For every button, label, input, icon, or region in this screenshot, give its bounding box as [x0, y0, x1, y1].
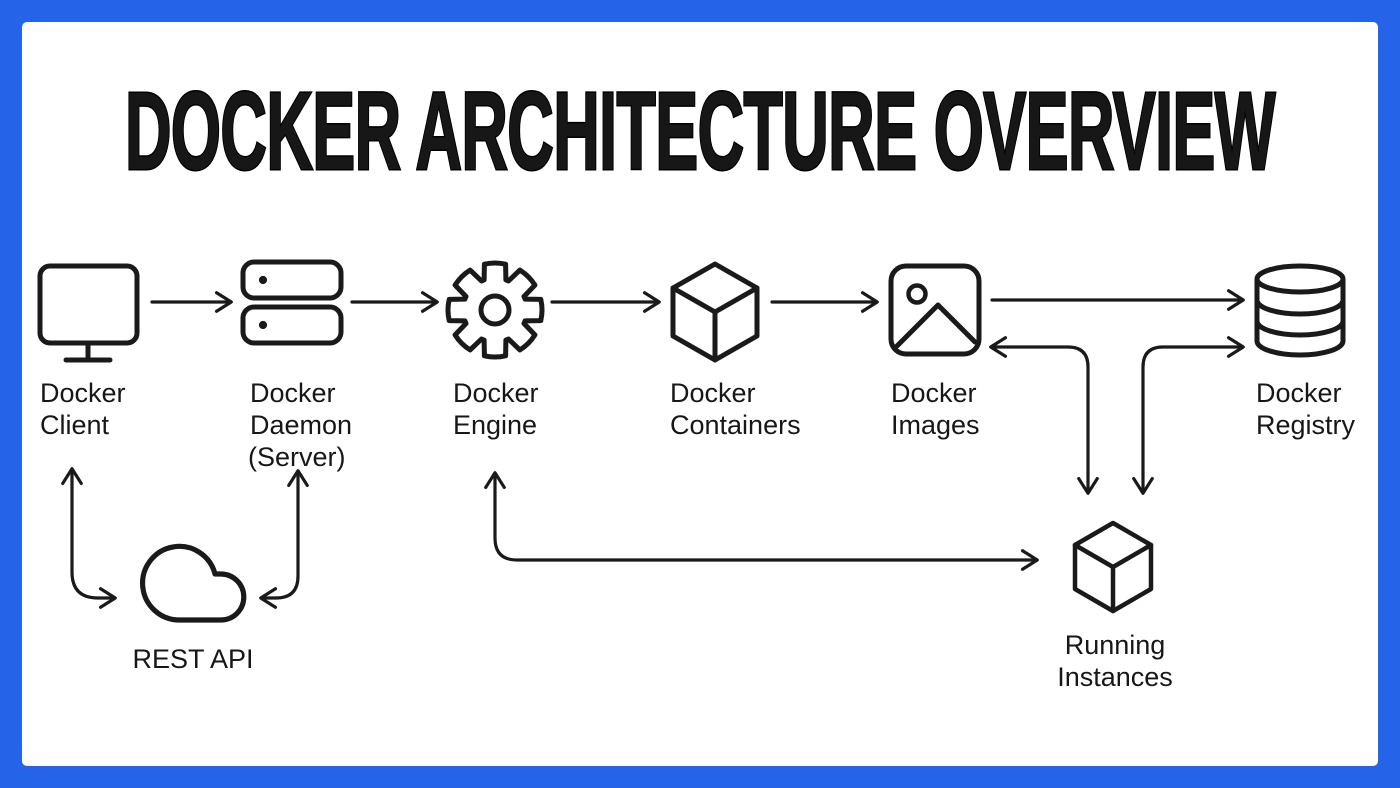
docker-registry-label-1: Docker — [1256, 378, 1342, 408]
gear-icon — [445, 260, 545, 360]
docker-client-node: Docker Client — [37, 263, 140, 440]
docker-registry-label-2: Registry — [1256, 410, 1356, 440]
docker-images-node: Docker Images — [888, 263, 982, 440]
rest-api-node: REST API — [132, 543, 254, 674]
rest-api-label: REST API — [132, 644, 253, 674]
docker-engine-node: Docker Engine — [445, 260, 545, 440]
page-title: DOCKER ARCHITECTURE OVERVIEW — [125, 70, 1276, 193]
running-instances-node: Running Instances — [1057, 520, 1173, 692]
server-icon — [240, 259, 344, 346]
running-instances-label-2: Instances — [1057, 662, 1173, 692]
docker-client-label-1: Docker — [40, 378, 126, 408]
arrow-images-running-two-way — [989, 336, 1099, 495]
cloud-icon — [140, 543, 247, 623]
arrow-restapi-daemon-two-way — [259, 469, 309, 609]
arrow-registry-running-two-way — [1132, 336, 1245, 495]
arrow-engine-running-two-way — [484, 471, 1039, 571]
monitor-icon — [37, 263, 140, 363]
docker-daemon-label-3: (Server) — [248, 442, 346, 472]
canvas-background — [22, 22, 1378, 766]
image-icon — [888, 263, 982, 357]
docker-images-label-1: Docker — [891, 378, 977, 408]
database-icon — [1254, 263, 1346, 358]
docker-images-label-2: Images — [891, 410, 980, 440]
docker-daemon-label-2: Daemon — [250, 410, 352, 440]
docker-containers-node: Docker Containers — [670, 261, 801, 440]
docker-registry-node: Docker Registry — [1254, 263, 1356, 440]
gear-outline — [445, 260, 545, 360]
connections — [61, 289, 1245, 609]
running-instances-label-1: Running — [1065, 630, 1166, 660]
small-cube-icon — [1072, 520, 1154, 614]
docker-daemon-node: Docker Daemon (Server) — [240, 259, 352, 472]
docker-engine-label-1: Docker — [453, 378, 539, 408]
arrow-client-restapi-two-way — [61, 467, 117, 609]
docker-containers-label-2: Containers — [670, 410, 801, 440]
gear-hub — [478, 293, 512, 327]
docker-client-label-2: Client — [40, 410, 110, 440]
cube-icon — [670, 261, 760, 363]
docker-containers-label-1: Docker — [670, 378, 756, 408]
docker-daemon-label-1: Docker — [250, 378, 336, 408]
docker-engine-label-2: Engine — [453, 410, 537, 440]
